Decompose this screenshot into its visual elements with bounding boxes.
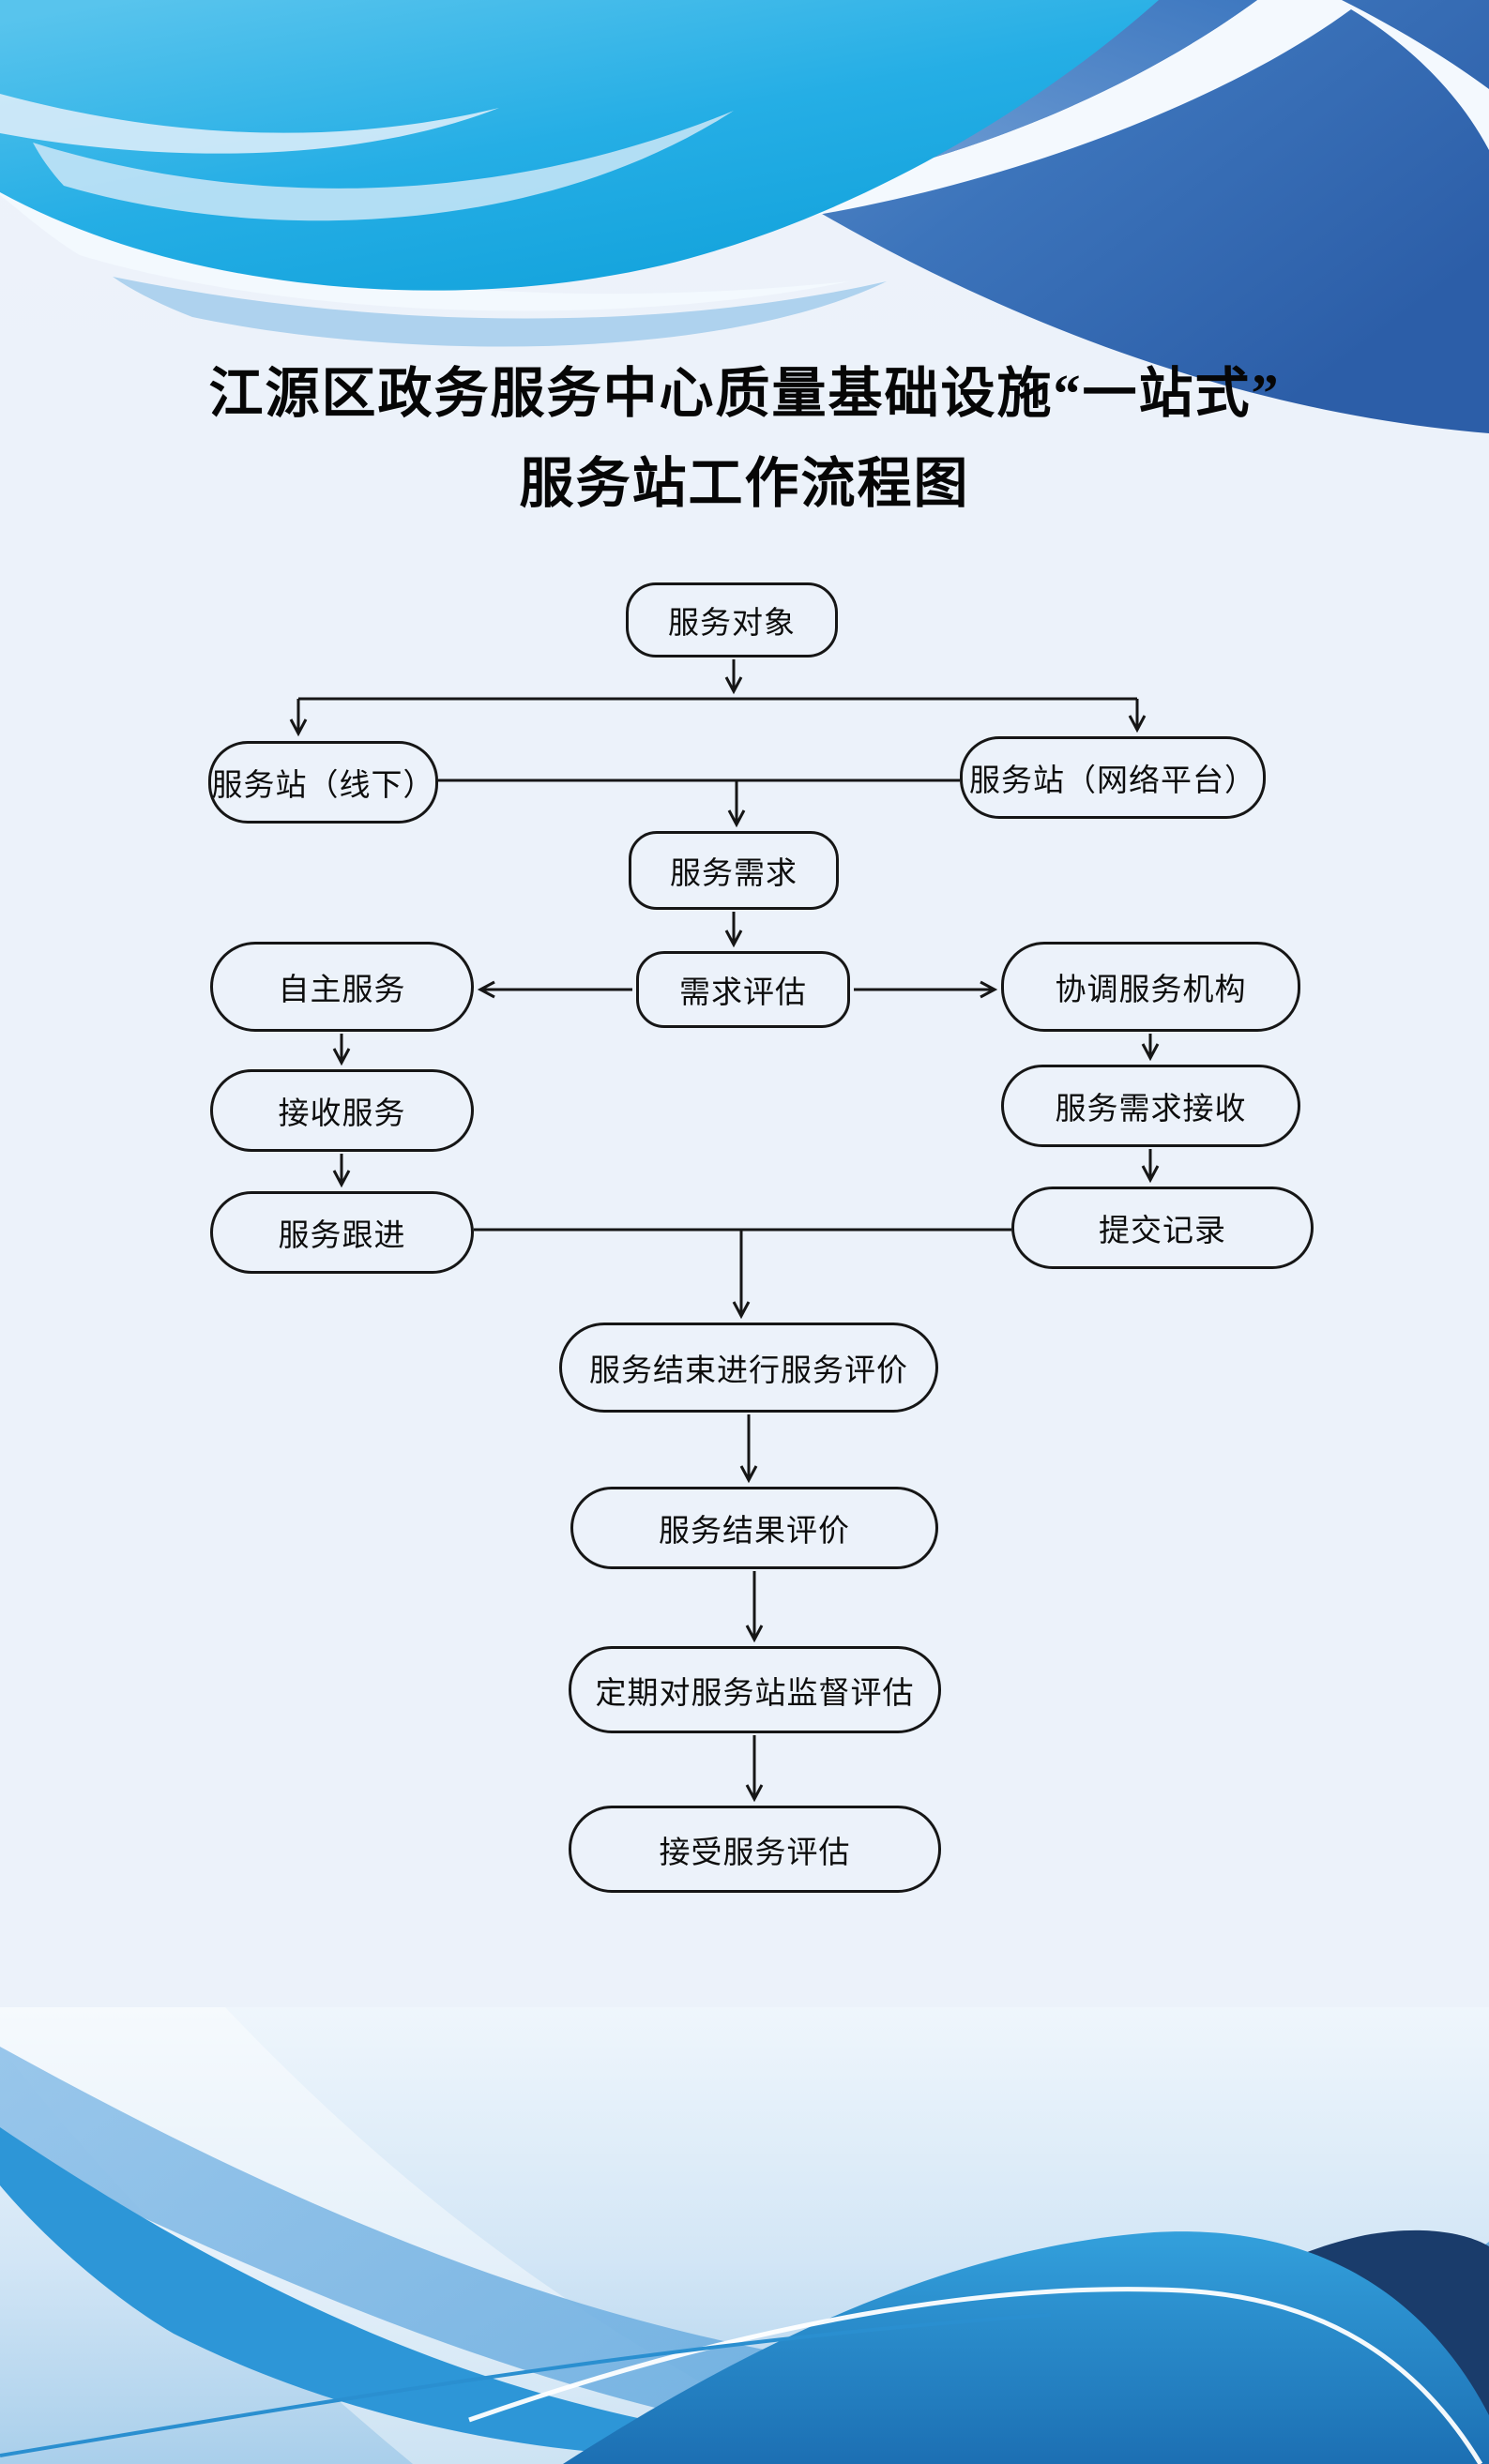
bottom-wide-band [0, 2047, 1489, 2456]
node-self-service: 自主服务 [210, 942, 474, 1032]
top-cyan-crescent-1 [0, 94, 499, 154]
node-periodic-supervision: 定期对服务站监督评估 [569, 1646, 941, 1733]
top-white-band [657, 0, 1489, 234]
top-light-tail-band [113, 277, 887, 347]
node-service-demand: 服务需求 [629, 831, 839, 910]
node-service-end-evaluation: 服务结束进行服务评价 [559, 1323, 938, 1413]
bottom-navy-wave [1032, 2230, 1489, 2464]
node-submit-record: 提交记录 [1011, 1187, 1314, 1269]
page-title-line2: 服务站工作流程图 [519, 453, 970, 514]
bottom-white-curve [468, 2287, 1483, 2464]
top-cyan-blob [0, 0, 1159, 291]
bottom-thin-blue-line [0, 2313, 1052, 2457]
node-station-online: 服务站（网络平台） [960, 736, 1266, 819]
page-title-line1: 江源区政务服务中心质量基础设施“一站式” [208, 363, 1281, 424]
top-inner-blue-band [657, 0, 1257, 204]
bottom-gradient-background [0, 2007, 1489, 2464]
node-service-followup: 服务跟进 [210, 1191, 474, 1274]
bottom-soft-band [0, 2007, 863, 2464]
top-white-tail-band [0, 188, 849, 311]
bottom-bright-band [0, 2127, 816, 2456]
node-service-result-evaluation: 服务结果评价 [570, 1487, 938, 1569]
page-title: 江源区政务服务中心质量基础设施“一站式” 服务站工作流程图 [0, 349, 1489, 529]
node-demand-evaluation: 需求评估 [636, 951, 850, 1028]
node-demand-receive: 服务需求接收 [1001, 1065, 1300, 1147]
bottom-crest-wave [563, 2231, 1489, 2464]
node-coordinate-org: 协调服务机构 [1001, 942, 1300, 1032]
node-service-target: 服务对象 [626, 582, 838, 658]
node-station-offline: 服务站（线下） [208, 741, 438, 824]
top-cyan-crescent-2 [33, 111, 734, 221]
node-accept-evaluation: 接受服务评估 [569, 1806, 941, 1893]
bottom-wave-decoration [0, 2007, 1489, 2464]
node-receive-service: 接收服务 [210, 1069, 474, 1152]
bottom-wave-decoration-main [0, 2007, 1489, 2464]
